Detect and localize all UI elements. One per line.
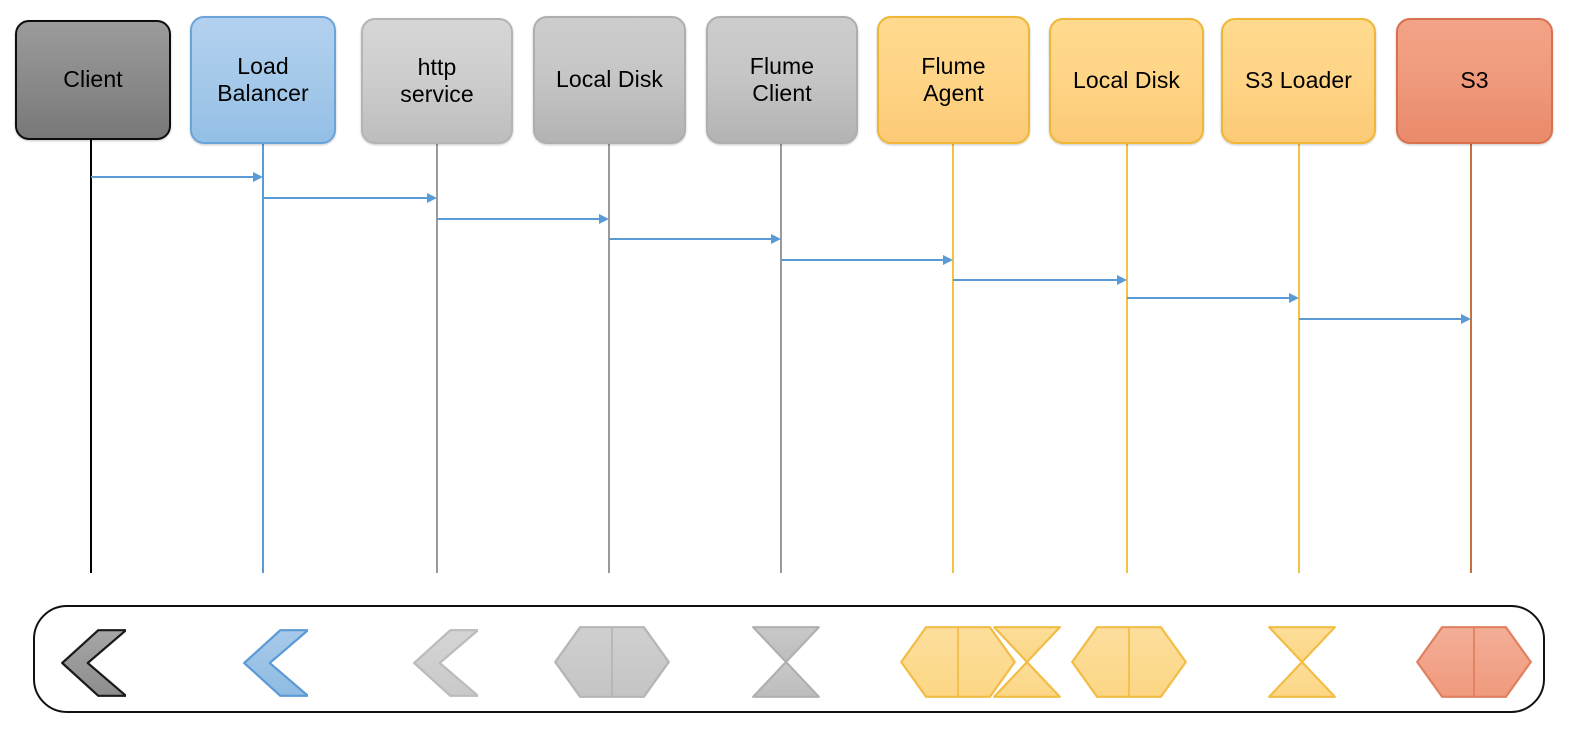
message-arrowhead-m4	[771, 233, 781, 244]
lifeline-flume-agent	[952, 144, 954, 573]
lifeline-http-service	[436, 144, 438, 573]
message-line-m4	[609, 238, 772, 240]
participant-box-client[interactable]: Client	[15, 20, 171, 140]
message-arrowhead-m1	[253, 171, 263, 182]
legend-hexagon-split-icon-lg6	[899, 625, 1017, 699]
participant-box-s3[interactable]: S3	[1396, 18, 1553, 144]
message-line-m6	[953, 279, 1118, 281]
legend-chevron-left-icon-lg1	[60, 628, 128, 698]
participant-label-http-service: http service	[400, 53, 474, 107]
lifeline-client	[90, 140, 92, 573]
participant-label-flume-client: Flume Client	[749, 52, 815, 106]
participant-box-s3-loader[interactable]: S3 Loader	[1221, 18, 1376, 144]
legend-chevron-left-icon-lg2	[242, 628, 310, 698]
participant-box-flume-agent[interactable]: Flume Agent	[877, 16, 1030, 144]
legend-bowtie-icon-lg5	[751, 625, 821, 699]
legend-hexagon-split-icon-lg10	[1415, 625, 1533, 699]
message-line-m1	[91, 176, 254, 178]
message-line-m8	[1299, 318, 1462, 320]
message-line-m3	[437, 218, 600, 220]
participant-label-flume-agent: Flume Agent	[921, 52, 986, 106]
participant-box-flume-client[interactable]: Flume Client	[706, 16, 858, 144]
legend-bowtie-icon-lg9	[1267, 625, 1337, 699]
participant-label-local-disk-1: Local Disk	[555, 66, 664, 93]
lifeline-local-disk-2	[1126, 144, 1128, 573]
legend-chevron-left-icon-lg3	[412, 628, 480, 698]
participant-label-local-disk-2: Local Disk	[1072, 67, 1181, 94]
legend-hexagon-split-icon-lg4	[553, 625, 671, 699]
message-arrowhead-m6	[1117, 274, 1127, 285]
message-line-m2	[264, 197, 428, 199]
participant-box-http-service[interactable]: http service	[361, 18, 513, 144]
legend-hexagon-split-icon-lg8	[1070, 625, 1188, 699]
message-line-m7	[1127, 297, 1290, 299]
participant-box-load-balancer[interactable]: Load Balancer	[190, 16, 336, 144]
legend-bowtie-icon-lg7	[992, 625, 1062, 699]
message-arrowhead-m7	[1289, 292, 1299, 303]
participant-label-client: Client	[63, 66, 123, 93]
participant-box-local-disk-2[interactable]: Local Disk	[1049, 18, 1204, 144]
lifeline-s3-loader	[1298, 144, 1300, 573]
lifeline-s3	[1470, 144, 1472, 573]
lifeline-local-disk-1	[608, 144, 610, 573]
participant-label-s3-loader: S3 Loader	[1244, 67, 1353, 94]
message-arrowhead-m3	[599, 213, 609, 224]
message-line-m5	[781, 259, 944, 261]
message-arrowhead-m8	[1461, 313, 1471, 324]
message-arrowhead-m2	[427, 192, 437, 203]
message-arrowhead-m5	[943, 254, 953, 265]
participant-box-local-disk-1[interactable]: Local Disk	[533, 16, 686, 144]
participant-label-load-balancer: Load Balancer	[217, 52, 309, 106]
participant-label-s3: S3	[1460, 67, 1489, 94]
legend-bar	[33, 605, 1545, 713]
lifeline-flume-client	[780, 144, 782, 573]
lifeline-load-balancer	[262, 144, 264, 573]
